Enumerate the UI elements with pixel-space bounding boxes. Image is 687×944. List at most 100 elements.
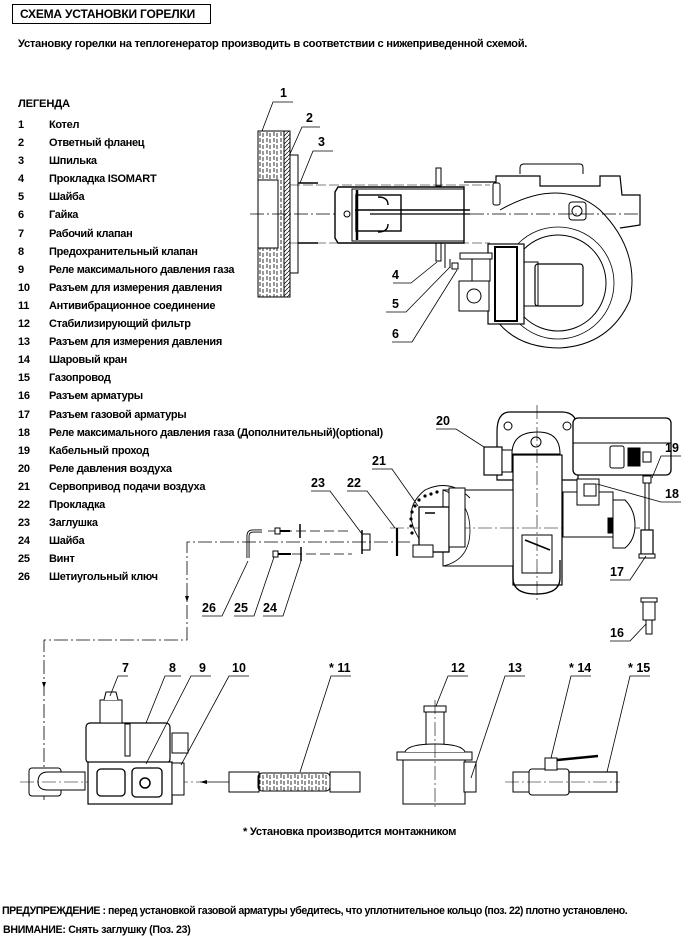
legend-item: 5 Шайба (18, 188, 383, 206)
valve-connector (642, 599, 656, 621)
callout-6: 6 (392, 327, 399, 341)
legend-label: Газопровод (49, 372, 111, 385)
warning-text: ПРЕДУПРЕЖДЕНИЕ : перед установкой газово… (2, 905, 628, 917)
legend-label: Котел (49, 119, 80, 131)
stabilizing-filter (396, 700, 477, 808)
servo-teeth (409, 490, 439, 535)
legend-number: 20 (18, 462, 30, 475)
legend-label: Антивибрационное соединение (49, 299, 216, 312)
legend-label: Гайка (49, 209, 79, 222)
gas-inlet-flange (458, 280, 490, 312)
legend-item: 21 Сервопривод подачи воздуха (18, 478, 383, 496)
callout-labels: 1 2 3 4 5 6 20 21 22 23 19 18 17 16 26 2… (122, 86, 679, 675)
legend-label: Шайба (49, 191, 85, 204)
legend-item: 7 Рабочий клапан (18, 225, 383, 243)
callout-11: * 11 (329, 661, 351, 675)
legend-number: 9 (18, 263, 24, 276)
legend-number: 25 (18, 553, 30, 566)
callout-18: 18 (665, 487, 679, 501)
legend-title: ЛЕГЕНДА (18, 98, 70, 110)
callout-leaders (109, 101, 681, 779)
callout-26: 26 (202, 601, 216, 615)
callout-5: 5 (392, 297, 399, 311)
gas-valve-unit (20, 691, 230, 805)
legend-item: 1 Котел (18, 116, 383, 134)
page-title: СХЕМА УСТАНОВКИ ГОРЕЛКИ (12, 4, 211, 24)
legend-number: 7 (18, 227, 24, 240)
mounting-parts (246, 524, 399, 561)
legend-number: 2 (18, 137, 24, 150)
legend-label: Шайба (49, 535, 85, 548)
legend-label: Реле давления воздуха (49, 462, 172, 475)
legend-item: 25 Винт (18, 550, 383, 568)
legend-label: Реле максимального давления газа (49, 263, 235, 276)
burner-side-view (334, 163, 641, 349)
legend-label: Ответный фланец (49, 137, 145, 150)
legend-label: Разъем арматуры (49, 390, 143, 403)
legend-number: 1 (18, 119, 24, 131)
legend-item: 22 Прокладка (18, 496, 383, 514)
legend-number: 17 (18, 408, 30, 421)
legend-number: 14 (18, 354, 30, 367)
callout-23: 23 (311, 476, 325, 490)
legend-item: 20 Реле давления воздуха (18, 460, 383, 478)
callout-20: 20 (436, 414, 450, 428)
callout-16: 16 (610, 626, 624, 640)
legend-item: 9 Реле максимального давления газа (18, 261, 383, 279)
legend-label: Шпилька (49, 155, 97, 168)
legend-item: 11 Антивибрационное соединение (18, 297, 383, 315)
callout-15: * 15 (628, 661, 650, 675)
callout-8: 8 (169, 661, 176, 675)
legend-number: 21 (18, 480, 30, 493)
callout-25: 25 (234, 601, 248, 615)
legend-label: Прокладка ISOMART (49, 173, 157, 186)
gas-route-line (43, 541, 410, 800)
callout-9: 9 (199, 661, 206, 675)
legend-number: 6 (18, 209, 24, 222)
screw (272, 550, 279, 558)
legend-label: Реле максимального давления газа (Дополн… (49, 426, 383, 439)
legend-label: Разъем для измерения давления (49, 281, 222, 294)
callout-4: 4 (392, 268, 399, 282)
legend-number: 10 (18, 281, 30, 294)
legend-number: 13 (18, 336, 30, 349)
legend-label: Прокладка (49, 498, 105, 511)
callout-22: 22 (347, 476, 361, 490)
legend-number: 22 (18, 498, 30, 511)
air-pressure-switch (483, 446, 503, 476)
legend-number: 11 (18, 299, 30, 312)
legend-number: 5 (18, 191, 24, 204)
legend-label: Винт (49, 553, 75, 566)
callout-1: 1 (280, 86, 287, 100)
legend-number: 15 (18, 372, 30, 385)
callout-2: 2 (306, 111, 313, 125)
boiler-assembly (250, 130, 640, 298)
legend-label: Рабочий клапан (49, 227, 133, 240)
attention-text: ВНИМАНИЕ: Снять заглушку (Поз. 23) (3, 924, 191, 936)
legend-number: 16 (18, 390, 30, 403)
legend-number: 26 (18, 571, 30, 584)
callout-13: 13 (508, 661, 522, 675)
hex-key (246, 529, 262, 558)
legend-label: Предохранительный клапан (49, 245, 198, 258)
installer-footnote: * Установка производится монтажником (243, 826, 457, 838)
legend-label: Шетиугольный ключ (49, 571, 158, 584)
legend-item: 10 Разъем для измерения давления (18, 279, 383, 297)
intro-text: Установку горелки на теплогенератор прои… (18, 38, 528, 50)
ball-valve-and-pipe (505, 754, 620, 796)
blast-tube (334, 186, 465, 244)
callout-24: 24 (263, 601, 277, 615)
callout-12: 12 (451, 661, 465, 675)
legend-label: Сервопривод подачи воздуха (49, 480, 206, 493)
legend-number: 19 (18, 444, 30, 457)
motor (534, 263, 584, 307)
legend-item: 15 Газопровод (18, 369, 383, 387)
callout-19: 19 (665, 441, 679, 455)
